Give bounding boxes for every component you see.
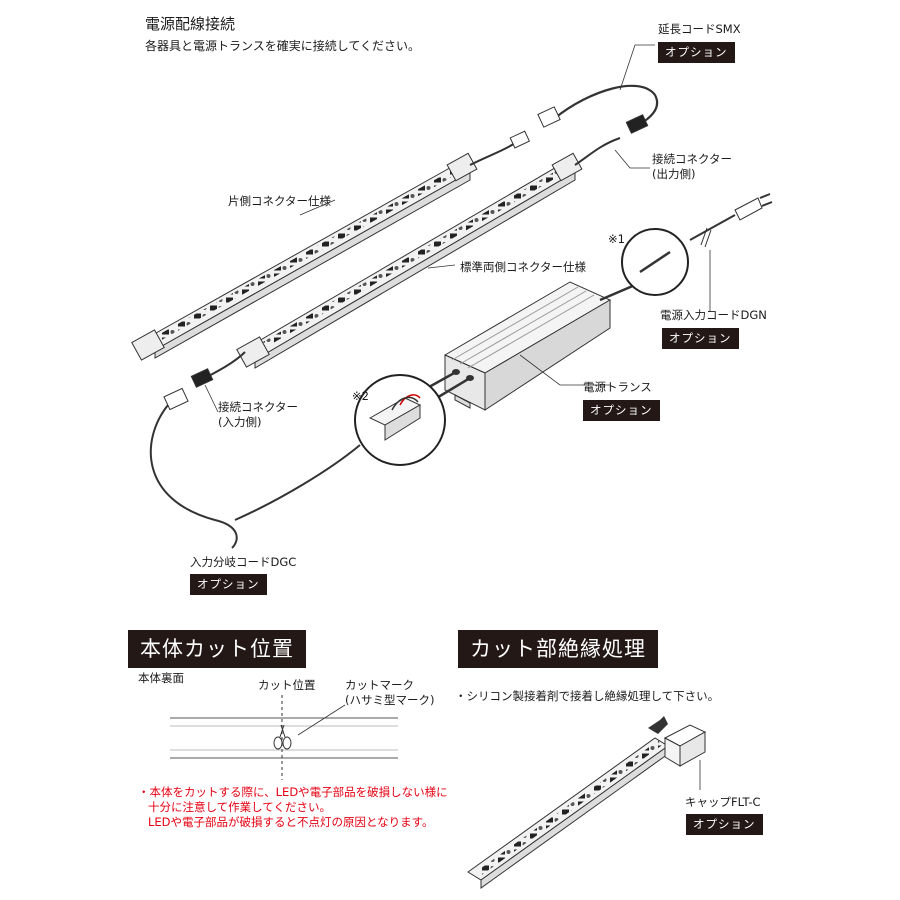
- note-2-mark: ※2: [352, 389, 369, 403]
- double-side-spec-label: 標準両側コネクター仕様: [460, 260, 587, 274]
- power-input-cord-label: 電源入力コードDGN: [660, 308, 767, 322]
- cut-position-header: 本体カット位置: [128, 630, 306, 668]
- extension-cord-smx: [469, 84, 659, 166]
- cut-position-label: カット位置: [258, 678, 316, 692]
- power-input-cord-option-badge: オプション: [662, 328, 739, 349]
- cut-warning-line-2: 十分に注意して作業してください。: [148, 800, 331, 814]
- insulation-instruction: ・シリコン製接着剤で接着し絶縁処理して下さい。: [455, 689, 720, 703]
- cap-option-badge: オプション: [686, 814, 763, 835]
- back-side-label: 本体裏面: [138, 671, 184, 685]
- cut-warning-line-3: LEDや電子部品が破損すると不点灯の原因となります。: [148, 815, 434, 829]
- input-branch-cord-label: 入力分岐コードDGC: [190, 555, 297, 569]
- extension-cord-label: 延長コードSMX: [658, 22, 741, 36]
- input-connector-label: 接続コネクター (入力側): [218, 400, 299, 429]
- led-strip-one-side: [131, 152, 478, 361]
- insulation-drawing: [467, 716, 707, 889]
- extension-cord-option-badge: オプション: [658, 42, 735, 63]
- wiring-subtitle: 各器具と電源トランスを確実に接続してください。: [145, 39, 421, 53]
- one-side-spec-label: 片側コネクター仕様: [228, 194, 332, 208]
- power-transformer-drawing: [419, 281, 636, 411]
- scissors-mark-icon: [273, 724, 292, 750]
- cut-position-drawing: [170, 695, 398, 780]
- input-branch-cord-option-badge: オプション: [190, 574, 267, 595]
- power-input-cord-dgn: [621, 193, 773, 296]
- cut-warning-line-1: ・本体をカットする際に、LEDや電子部品を破損しない様に: [138, 785, 448, 799]
- note-1-mark: ※1: [608, 232, 625, 246]
- end-cap: [446, 152, 478, 182]
- terminal-block-detail: [354, 374, 446, 466]
- end-cap: [236, 336, 270, 368]
- insulation-header: カット部絶縁処理: [458, 630, 658, 668]
- cap-flt-c-drawing: [663, 724, 707, 767]
- cap-label: キャップFLT-C: [685, 795, 761, 809]
- wiring-title: 電源配線接続: [145, 15, 236, 33]
- led-strip-double-side: [236, 152, 583, 369]
- end-cap: [551, 152, 583, 182]
- power-transformer-label: 電源トランス: [583, 380, 652, 394]
- end-cap: [131, 329, 165, 361]
- arrow-icon: [648, 716, 668, 734]
- output-connector-label: 接続コネクター (出力側): [652, 152, 733, 181]
- leader-lines: [204, 44, 711, 413]
- power-transformer-option-badge: オプション: [583, 400, 660, 421]
- cut-mark-label: カットマーク (ハサミ型マーク): [345, 678, 435, 707]
- input-branch-cord-dgc: [149, 351, 361, 549]
